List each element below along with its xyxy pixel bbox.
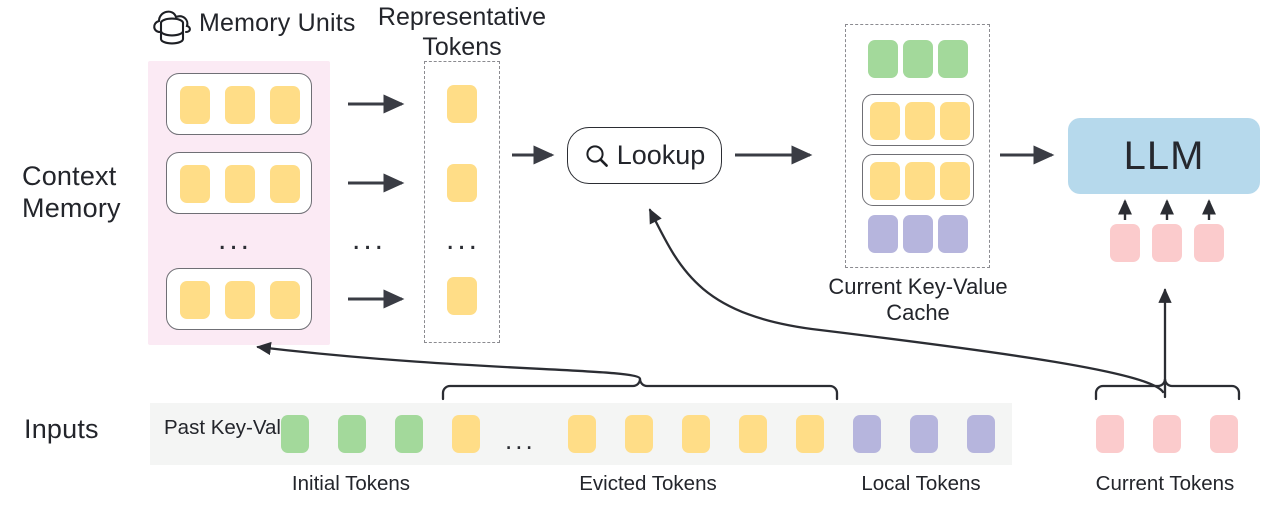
kv-retrieved-unit-1	[862, 94, 974, 146]
kv-local-token	[938, 215, 968, 253]
cloud-database-icon	[150, 6, 196, 50]
memory-units-ellipsis: ...	[218, 223, 253, 256]
representative-token-1	[447, 85, 477, 123]
kv-local-token	[868, 215, 898, 253]
memory-token	[180, 86, 210, 124]
past-key-value-label: Past Key-Value	[164, 416, 304, 439]
memory-unit-3[interactable]	[166, 268, 312, 330]
input-local-token	[967, 415, 995, 453]
kv-initial-token	[938, 40, 968, 78]
llm-label: LLM	[1123, 133, 1205, 178]
memory-unit-1[interactable]	[166, 73, 312, 135]
caption-initial-tokens: Initial Tokens	[291, 472, 411, 495]
arrow-evicted-to-context-memory	[256, 341, 642, 381]
kv-retrieved-token	[870, 162, 900, 200]
summarize-arrows	[348, 94, 405, 309]
representative-token-3	[447, 277, 477, 315]
lookup-label: Lookup	[616, 140, 706, 170]
llm-current-token	[1152, 224, 1182, 262]
llm-box[interactable]: LLM	[1068, 118, 1260, 194]
kv-retrieved-token	[940, 102, 970, 140]
input-local-token	[910, 415, 938, 453]
current-kv-cache-label: Current Key-Value Cache	[828, 274, 1008, 325]
representative-tokens-ellipsis: ...	[446, 223, 481, 256]
caption-local-tokens: Local Tokens	[861, 472, 981, 495]
caption-current-tokens: Current Tokens	[1095, 472, 1235, 495]
memory-token	[225, 281, 255, 319]
kv-retrieved-token	[870, 102, 900, 140]
kv-initial-token	[868, 40, 898, 78]
representative-tokens-group	[424, 61, 500, 343]
inputs-label: Inputs	[24, 414, 99, 444]
input-evicted-ellipsis: ...	[505, 425, 536, 455]
input-evicted-token	[568, 415, 596, 453]
brace-current-tokens	[1094, 378, 1241, 401]
input-evicted-token	[796, 415, 824, 453]
memory-token	[180, 281, 210, 319]
llm-current-token	[1110, 224, 1140, 262]
input-local-token	[853, 415, 881, 453]
llm-current-token	[1194, 224, 1224, 262]
input-evicted-token	[625, 415, 653, 453]
input-initial-token	[338, 415, 366, 453]
kv-local-token	[903, 215, 933, 253]
memory-token	[270, 281, 300, 319]
search-icon	[584, 143, 610, 169]
input-evicted-token	[452, 415, 480, 453]
context-memory-label: Context Memory	[22, 161, 121, 223]
input-evicted-token	[739, 415, 767, 453]
kv-retrieved-token	[940, 162, 970, 200]
input-current-token	[1153, 415, 1181, 453]
memory-token	[225, 165, 255, 203]
input-current-token	[1096, 415, 1124, 453]
caption-evicted-tokens: Evicted Tokens	[579, 472, 717, 495]
lookup-button[interactable]: Lookup	[567, 127, 722, 184]
memory-units-label: Memory Units	[199, 9, 356, 37]
memory-token	[180, 165, 210, 203]
memory-token	[270, 86, 300, 124]
input-current-token	[1210, 415, 1238, 453]
arrows-current-tokens-to-llm	[1118, 199, 1216, 220]
brace-evicted-tokens	[441, 378, 839, 401]
kv-initial-token	[903, 40, 933, 78]
representative-tokens-label: Representative Tokens	[377, 3, 547, 61]
memory-token	[270, 165, 300, 203]
kv-retrieved-unit-2	[862, 154, 974, 206]
kv-retrieved-token	[905, 162, 935, 200]
memory-unit-2[interactable]	[166, 152, 312, 214]
kv-retrieved-token	[905, 102, 935, 140]
representative-token-2	[447, 164, 477, 202]
input-initial-token	[281, 415, 309, 453]
input-evicted-token	[682, 415, 710, 453]
memory-token	[225, 86, 255, 124]
input-initial-token	[395, 415, 423, 453]
summarize-ellipsis: ...	[352, 223, 387, 256]
